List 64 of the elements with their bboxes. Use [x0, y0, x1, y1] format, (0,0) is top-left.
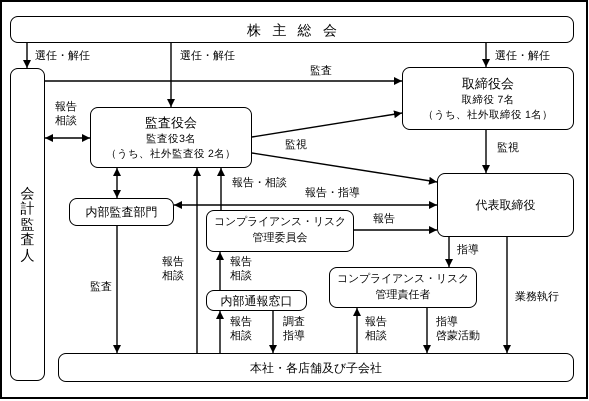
desk-box — [206, 290, 307, 311]
edge-label: 監視 — [497, 141, 519, 156]
edge-label: 指導 — [457, 243, 479, 258]
edge-label: 監視 — [285, 138, 307, 152]
arrow — [113, 226, 121, 353]
edge-label: 選任・解任 — [495, 49, 550, 64]
node-text: 内部通報窓口 — [220, 292, 292, 310]
edge-label: 報告相談 — [55, 100, 78, 129]
arrow — [193, 168, 201, 353]
edge-label: 報告相談 — [230, 255, 253, 284]
node-text: （うち、社外取締役 1名） — [423, 108, 553, 122]
auditor-box — [10, 68, 45, 381]
arrow — [216, 252, 224, 290]
arrow — [482, 130, 490, 173]
node-text: コンプライアンス・リスク管理委員会 — [213, 215, 347, 246]
node-text: 監査役3名 — [146, 132, 196, 147]
node-text: 会計監査人 — [20, 186, 34, 263]
officer-box — [329, 267, 477, 308]
arrow — [23, 43, 31, 68]
node-title: 取締役会 — [462, 75, 514, 94]
arrow — [167, 43, 175, 107]
arrow — [217, 168, 225, 210]
node-text: 株主総会 — [246, 22, 348, 36]
edge-label: 報告・指導 — [305, 186, 360, 200]
company-box — [58, 353, 574, 382]
committee-box — [206, 210, 354, 252]
edge-label: 報告相談 — [162, 255, 185, 284]
board-box — [402, 67, 574, 130]
edge-label: 選任・解任 — [180, 49, 235, 64]
arrow — [269, 311, 277, 353]
node-text: 取締役 7名 — [462, 93, 514, 108]
edge-label: 業務執行 — [515, 290, 559, 304]
arrow — [252, 110, 402, 138]
meeting-banner — [10, 16, 574, 43]
edge-label: 報告相談 — [230, 315, 253, 344]
edge-label: 選任・解任 — [35, 49, 90, 64]
executive-box — [437, 173, 574, 237]
node-text: 内部監査部門 — [86, 204, 158, 221]
node-text: 代表取締役 — [476, 197, 536, 214]
edge-label: 調査指導 — [283, 315, 306, 344]
arrow — [445, 237, 453, 267]
arrow — [45, 77, 402, 85]
edge-label: 監査 — [310, 64, 332, 78]
arrow — [423, 308, 431, 353]
double-arrow — [113, 168, 121, 198]
arrow — [503, 237, 511, 353]
arrow — [353, 308, 361, 353]
arrow — [482, 43, 490, 67]
node-text: 本社・各店舗及び子会社 — [250, 360, 382, 376]
edge-label: 報告相談 — [365, 315, 388, 344]
double-arrow — [174, 201, 437, 209]
board-box — [90, 107, 252, 168]
edge-label: 報告・相談 — [232, 176, 287, 190]
arrow — [216, 311, 224, 353]
node-text: （うち、社外監査役 2名） — [106, 146, 236, 161]
arrow — [252, 152, 438, 185]
node-title: 監査役会 — [145, 114, 197, 132]
node-text: コンプライアンス・リスク管理責任者 — [336, 272, 470, 302]
department-box — [69, 198, 174, 226]
edge-label: 指導啓蒙活動 — [436, 315, 481, 344]
edge-label: 報告 — [373, 212, 395, 226]
arrow — [354, 226, 437, 234]
double-arrow — [45, 134, 90, 142]
edge-label: 監査 — [90, 280, 112, 294]
